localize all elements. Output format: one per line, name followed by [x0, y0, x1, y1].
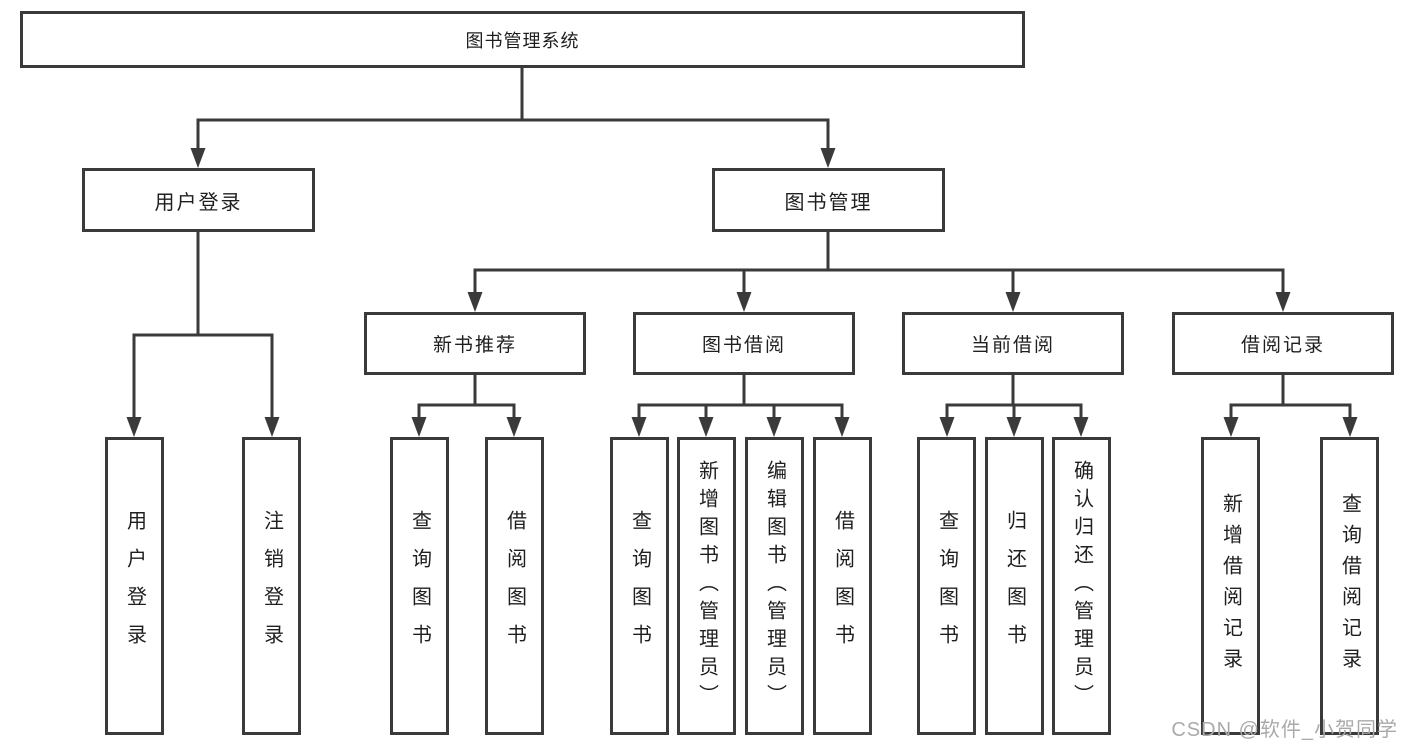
leaf-logout: 注销登录 — [242, 437, 301, 735]
leaf-label: 查询借阅记录 — [1338, 493, 1361, 679]
leaf-label: 用户登录 — [123, 510, 146, 662]
leaf-label: 注销登录 — [260, 510, 283, 662]
leaf-borrow-books-recommend: 借阅图书 — [485, 437, 544, 735]
leaf-add-book-admin: 新增图书（管理员） — [677, 437, 736, 735]
leaf-label: 借阅图书 — [831, 510, 854, 662]
leaf-query-books-current: 查询图书 — [917, 437, 976, 735]
leaf-label: 新增借阅记录 — [1219, 493, 1242, 679]
leaf-query-books-recommend: 查询图书 — [390, 437, 449, 735]
leaf-return-books: 归还图书 — [985, 437, 1044, 735]
leaf-user-login: 用户登录 — [105, 437, 164, 735]
node-book-borrowing: 图书借阅 — [633, 312, 855, 375]
leaf-query-books-borrowing: 查询图书 — [610, 437, 669, 735]
leaf-label: 确认归还（管理员） — [1070, 460, 1093, 712]
leaf-label: 查询图书 — [628, 510, 651, 662]
node-borrowing-records: 借阅记录 — [1172, 312, 1394, 375]
leaf-query-borrow-record: 查询借阅记录 — [1320, 437, 1379, 735]
node-root-system: 图书管理系统 — [20, 11, 1025, 68]
node-user-login: 用户登录 — [82, 168, 315, 232]
leaf-borrow-books-borrowing: 借阅图书 — [813, 437, 872, 735]
node-book-management: 图书管理 — [712, 168, 945, 232]
leaf-add-borrow-record: 新增借阅记录 — [1201, 437, 1260, 735]
leaf-label: 新增图书（管理员） — [695, 460, 718, 712]
leaf-label: 查询图书 — [935, 510, 958, 662]
node-new-book-recommend: 新书推荐 — [364, 312, 586, 375]
leaf-label: 查询图书 — [408, 510, 431, 662]
leaf-confirm-return-admin: 确认归还（管理员） — [1052, 437, 1111, 735]
csdn-watermark: CSDN @软件_小贺同学 — [1171, 719, 1398, 741]
leaf-label: 借阅图书 — [503, 510, 526, 662]
node-current-borrowing: 当前借阅 — [902, 312, 1124, 375]
leaf-label: 归还图书 — [1003, 510, 1026, 662]
leaf-edit-book-admin: 编辑图书（管理员） — [745, 437, 804, 735]
leaf-label: 编辑图书（管理员） — [763, 460, 786, 712]
